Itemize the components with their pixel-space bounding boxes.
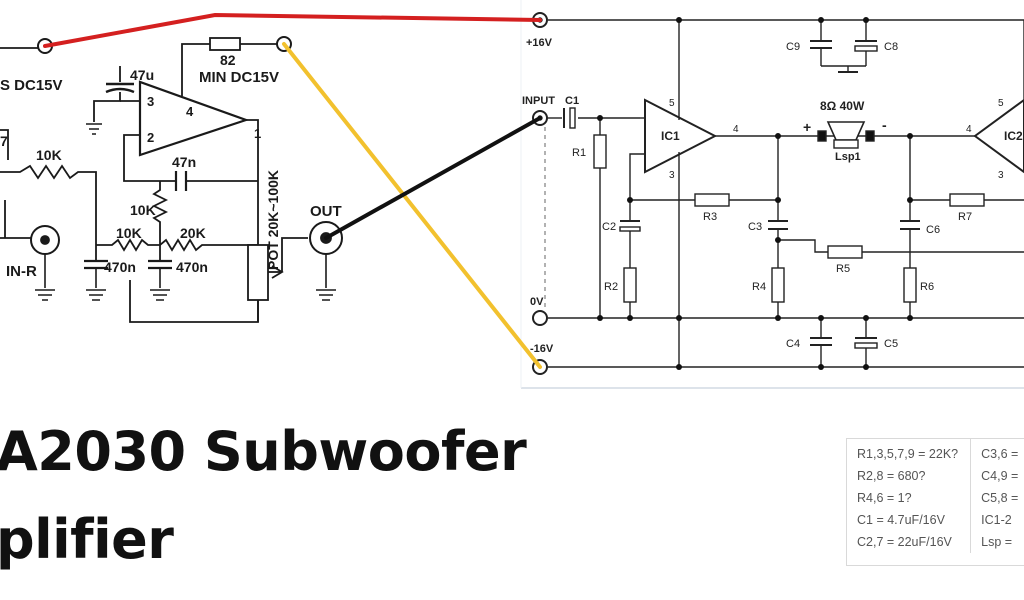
resistor-r2 [623, 267, 637, 303]
parts-cell: C4,9 = [981, 469, 1019, 483]
wire-red [43, 12, 542, 48]
label-r3: R3 [703, 211, 717, 223]
parts-cell: R4,6 = 1? [847, 487, 972, 509]
parts-cell: C2,7 = 22uF/16V [847, 531, 972, 553]
label-ic2-pin5: 5 [998, 98, 1004, 109]
terminal-0v [532, 310, 548, 326]
label-opamp-pin2: 2 [147, 130, 154, 145]
parts-cell: R1,3,5,7,9 = 22K? [847, 439, 972, 465]
right-schematic [520, 0, 1024, 389]
resistor-r7 [949, 193, 985, 207]
overlay-wires [43, 12, 542, 369]
label-470n-a: 470n [104, 259, 136, 275]
junction-dots [597, 17, 913, 370]
title-line-2: plifier [0, 508, 174, 571]
label-min-dc: MIN DC15V [199, 69, 279, 86]
label-47u: 47u [130, 67, 154, 83]
label-c4: C4 [786, 338, 800, 350]
ic2-amplifier [973, 98, 1024, 174]
resistor-r1 [593, 134, 607, 169]
label-pot: POT 20K~100K [265, 170, 281, 270]
label-left-dc: S DC15V [0, 77, 63, 94]
left-schematic [0, 36, 343, 323]
parts-cell: C1 = 4.7uF/16V [847, 509, 972, 531]
parts-cell: C5,8 = [981, 491, 1019, 505]
label-c2: C2 [602, 221, 616, 233]
parts-row: C2,7 = 22uF/16V Lsp = [847, 531, 1024, 553]
parts-row: R4,6 = 1? C5,8 = [847, 487, 1024, 509]
label-c6: C6 [926, 224, 940, 236]
label-plus16: +16V [526, 37, 553, 49]
label-c9: C9 [786, 41, 800, 53]
opamp-left [138, 80, 250, 157]
ic1-amplifier [644, 98, 718, 174]
label-ic1-pin4: 4 [733, 124, 739, 135]
label-c1: C1 [565, 95, 579, 107]
parts-row: R1,3,5,7,9 = 22K? C3,6 = [847, 439, 1024, 465]
resistor-r3 [694, 193, 730, 207]
label-opamp-pin1: 1 [254, 126, 261, 141]
parts-cell: R2,8 = 680? [847, 465, 972, 487]
label-ic1-pin3: 3 [669, 170, 675, 181]
wire-black [324, 116, 542, 240]
resistor-r4 [771, 267, 785, 303]
label-r1: R1 [572, 147, 586, 159]
resistor-82 [209, 37, 241, 51]
label-lsp1: Lsp1 [835, 151, 861, 163]
label-speaker-minus: - [882, 117, 887, 133]
label-r4: R4 [752, 281, 766, 293]
label-ic2: IC2 [1004, 129, 1023, 143]
label-10k-top: 10K [36, 147, 62, 163]
label-c8: C8 [884, 41, 898, 53]
parts-list-table: R1,3,5,7,9 = 22K? C3,6 = R2,8 = 680? C4,9 … [846, 438, 1024, 566]
c1-plate-elec [569, 107, 576, 129]
speaker-terminal-minus [865, 130, 875, 142]
label-speaker-plus: + [803, 119, 811, 135]
parts-cell: C3,6 = [981, 447, 1019, 461]
label-c3: C3 [748, 221, 762, 233]
title-line-1: A2030 Subwoofer [0, 420, 527, 483]
label-ic1: IC1 [661, 129, 680, 143]
label-47n: 47n [172, 154, 196, 170]
resistor-r6 [903, 267, 917, 303]
label-ic2-pin4: 4 [966, 124, 972, 135]
label-0v: 0V [530, 296, 544, 308]
label-r7: R7 [958, 211, 972, 223]
speaker-terminal-plus [817, 130, 827, 142]
parts-cell: Lsp = [981, 535, 1013, 549]
label-20k: 20K [180, 225, 206, 241]
parts-row: R2,8 = 680? C4,9 = [847, 465, 1024, 487]
label-input: INPUT [522, 95, 555, 107]
label-edge-7: 7 [0, 133, 8, 149]
right-schematic-panel [521, 0, 1024, 388]
label-c5: C5 [884, 338, 898, 350]
label-10k-low: 10K [116, 225, 142, 241]
label-in-r: IN-R [6, 263, 37, 280]
label-470n-b: 470n [176, 259, 208, 275]
label-r2: R2 [604, 281, 618, 293]
label-82: 82 [220, 52, 236, 68]
terminal-minus16 [532, 359, 548, 375]
parts-row: C1 = 4.7uF/16V IC1-2 [847, 509, 1024, 531]
label-opamp-pin4: 4 [186, 104, 194, 119]
label-r6: R6 [920, 281, 934, 293]
label-minus16: -16V [530, 343, 554, 355]
label-ic1-pin5: 5 [669, 98, 675, 109]
label-speaker-rating: 8Ω 40W [820, 99, 865, 113]
label-opamp-pin3: 3 [147, 94, 154, 109]
label-ic2-pin3: 3 [998, 170, 1004, 181]
label-10k-mid: 10K [130, 202, 156, 218]
label-out: OUT [310, 203, 342, 220]
parts-cell: IC1-2 [981, 513, 1012, 527]
resistor-r5 [827, 245, 863, 259]
wire-yellow [282, 42, 542, 369]
label-r5: R5 [836, 263, 850, 275]
